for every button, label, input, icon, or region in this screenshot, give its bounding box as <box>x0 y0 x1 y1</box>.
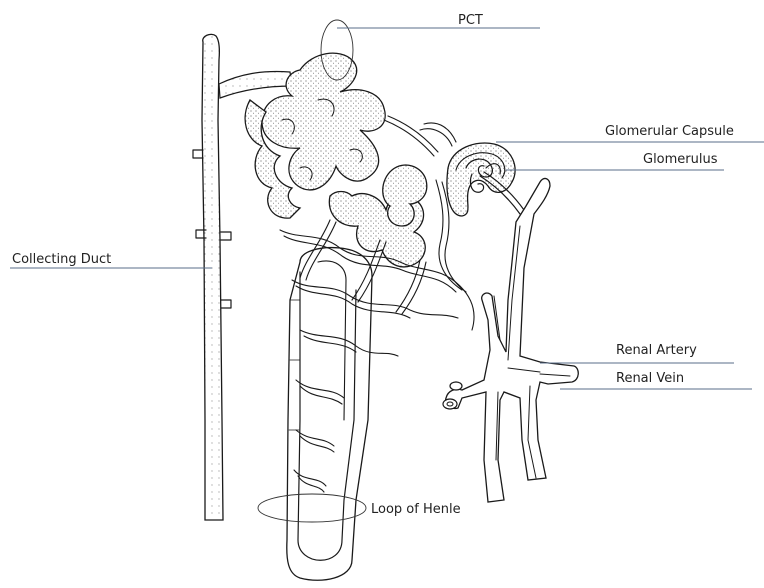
loop-of-henle-label: Loop of Henle <box>371 502 461 517</box>
pct-label: PCT <box>458 13 483 28</box>
collecting-duct-label: Collecting Duct <box>12 252 111 267</box>
renal-artery-label: Renal Artery <box>616 343 697 358</box>
renal-vein-label: Renal Vein <box>616 371 684 386</box>
glomerulus-label: Glomerulus <box>643 152 718 167</box>
loop-of-henle-shape <box>287 248 372 581</box>
glomerular-capsule-label: Glomerular Capsule <box>605 124 734 139</box>
renal-vessels-shape <box>443 179 578 502</box>
glomerular-capsule-shape <box>447 143 515 216</box>
